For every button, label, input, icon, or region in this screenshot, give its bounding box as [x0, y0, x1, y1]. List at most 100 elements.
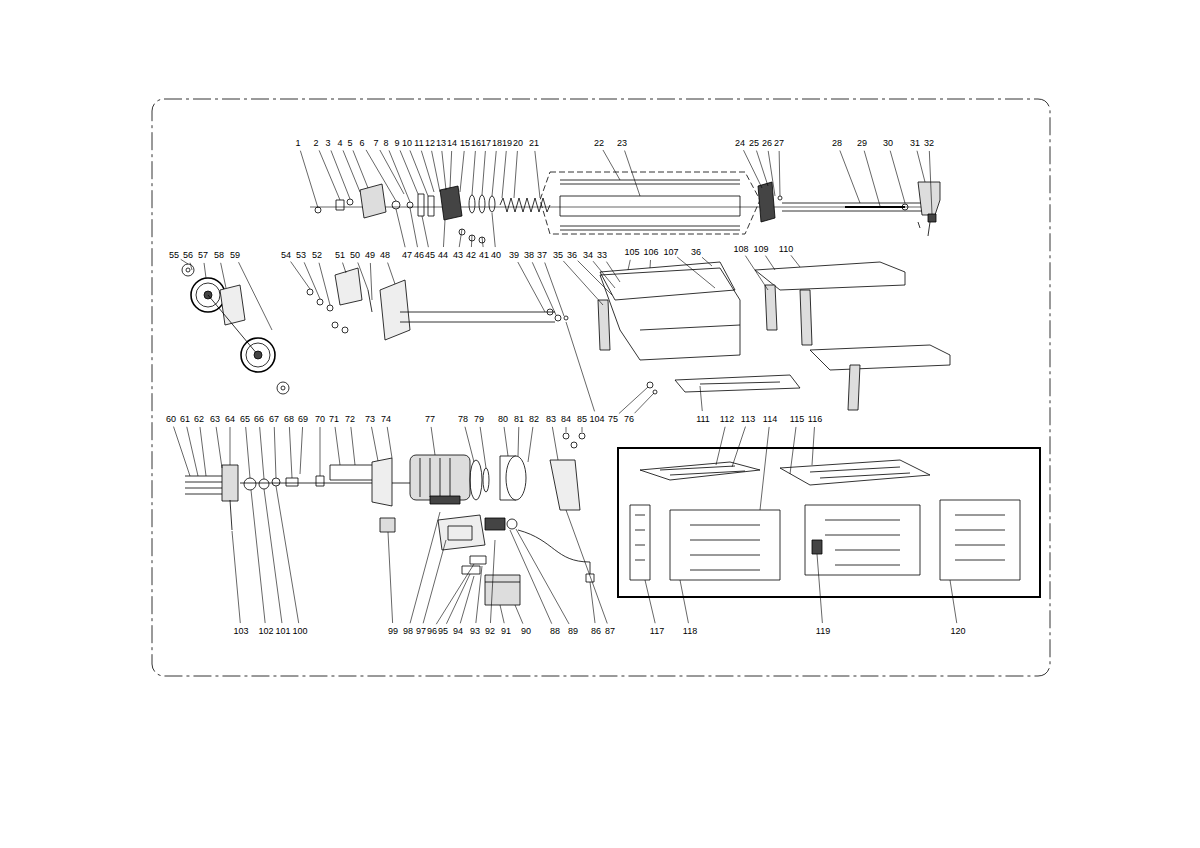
leader-line — [300, 151, 318, 208]
leader-line — [471, 235, 473, 247]
leader-line — [410, 208, 417, 247]
leader-line — [387, 427, 392, 458]
callout-number: 25 — [749, 138, 759, 148]
callout-number: 32 — [924, 138, 934, 148]
callout-number: 95 — [438, 626, 448, 636]
callout-number: 9 — [394, 138, 399, 148]
leader-line — [680, 580, 688, 623]
leader-line — [760, 427, 769, 510]
callout-number: 52 — [312, 250, 322, 260]
callout-number: 22 — [594, 138, 604, 148]
leader-line — [351, 427, 355, 465]
leader-line — [423, 540, 446, 623]
callout-number: 98 — [403, 626, 413, 636]
callout-number: 38 — [524, 250, 534, 260]
leader-line — [465, 427, 474, 462]
callout-number: 46 — [414, 250, 424, 260]
callout-number: 23 — [617, 138, 627, 148]
callout-number: 60 — [166, 414, 176, 424]
leader-line — [790, 427, 796, 474]
leader-line — [492, 151, 496, 196]
leader-line — [319, 150, 340, 200]
leader-line — [274, 427, 276, 478]
leader-line — [239, 262, 272, 330]
callout-number: 20 — [513, 138, 523, 148]
callout-number: 7 — [373, 138, 378, 148]
callout-number: 19 — [502, 138, 512, 148]
leader-line — [817, 554, 822, 623]
callout-number: 51 — [335, 250, 345, 260]
callout-number: 3 — [325, 138, 330, 148]
callout-number: 120 — [950, 626, 965, 636]
callout-number: 44 — [438, 250, 448, 260]
callout-number: 35 — [553, 250, 563, 260]
callout-number: 24 — [735, 138, 745, 148]
callout-number: 113 — [741, 414, 755, 424]
leader-line — [593, 261, 615, 288]
callout-number: 115 — [790, 414, 804, 424]
leader-line — [514, 151, 517, 198]
leader-line — [677, 257, 715, 288]
callout-number: 40 — [491, 250, 501, 260]
leader-line — [606, 262, 620, 282]
callout-number: 37 — [537, 250, 547, 260]
callout-number: 43 — [453, 250, 463, 260]
callout-number: 50 — [350, 250, 360, 260]
leader-line — [625, 151, 640, 196]
callout-number: 71 — [329, 414, 339, 424]
callout-number: 16 — [471, 138, 481, 148]
leader-line — [756, 151, 768, 186]
callout-number: 27 — [774, 138, 784, 148]
leader-line — [492, 213, 495, 247]
leader-line — [446, 574, 470, 624]
callout-number: 80 — [498, 414, 508, 424]
leader-line — [251, 490, 265, 623]
leader-line — [380, 150, 404, 194]
callout-number: 107 — [663, 247, 678, 257]
callout-number: 12 — [425, 138, 435, 148]
leader-line — [370, 263, 372, 300]
callout-number: 101 — [275, 626, 290, 636]
leader-line — [431, 427, 435, 455]
callout-number: 70 — [315, 414, 325, 424]
leader-line — [300, 427, 303, 474]
leader-line — [603, 150, 620, 180]
leader-line — [582, 427, 583, 432]
leader-line — [476, 566, 482, 623]
leader-line — [732, 427, 745, 467]
leader-line — [779, 151, 781, 196]
callout-number: 36 — [691, 247, 701, 257]
leader-line — [174, 427, 190, 476]
callout-number: 29 — [857, 138, 867, 148]
callout-number: 109 — [753, 244, 768, 254]
callout-number: 10 — [402, 138, 412, 148]
callout-number: 83 — [546, 414, 556, 424]
leader-line — [432, 151, 440, 192]
leader-line — [353, 150, 368, 188]
callout-number: 77 — [425, 414, 435, 424]
callout-number: 31 — [910, 138, 920, 148]
leader-line — [504, 427, 508, 456]
callout-number: 90 — [521, 626, 531, 636]
callout-number: 64 — [225, 414, 235, 424]
leader-line — [276, 486, 299, 623]
callout-number: 75 — [608, 414, 618, 424]
callout-number: 67 — [269, 414, 279, 424]
callout-number: 4 — [337, 138, 342, 148]
leader-line — [528, 427, 533, 462]
leader-line — [400, 150, 418, 194]
leader-line — [460, 576, 474, 623]
leader-line — [232, 531, 240, 623]
callout-number: 48 — [380, 250, 390, 260]
leader-line — [204, 263, 206, 278]
leader-line — [812, 427, 814, 465]
leader-line — [260, 427, 264, 479]
leader-line — [190, 263, 192, 270]
callout-number: 102 — [258, 626, 273, 636]
callout-number: 56 — [183, 250, 193, 260]
callout-number: 92 — [485, 626, 495, 636]
leader-line — [716, 427, 725, 465]
callout-number: 17 — [481, 138, 491, 148]
